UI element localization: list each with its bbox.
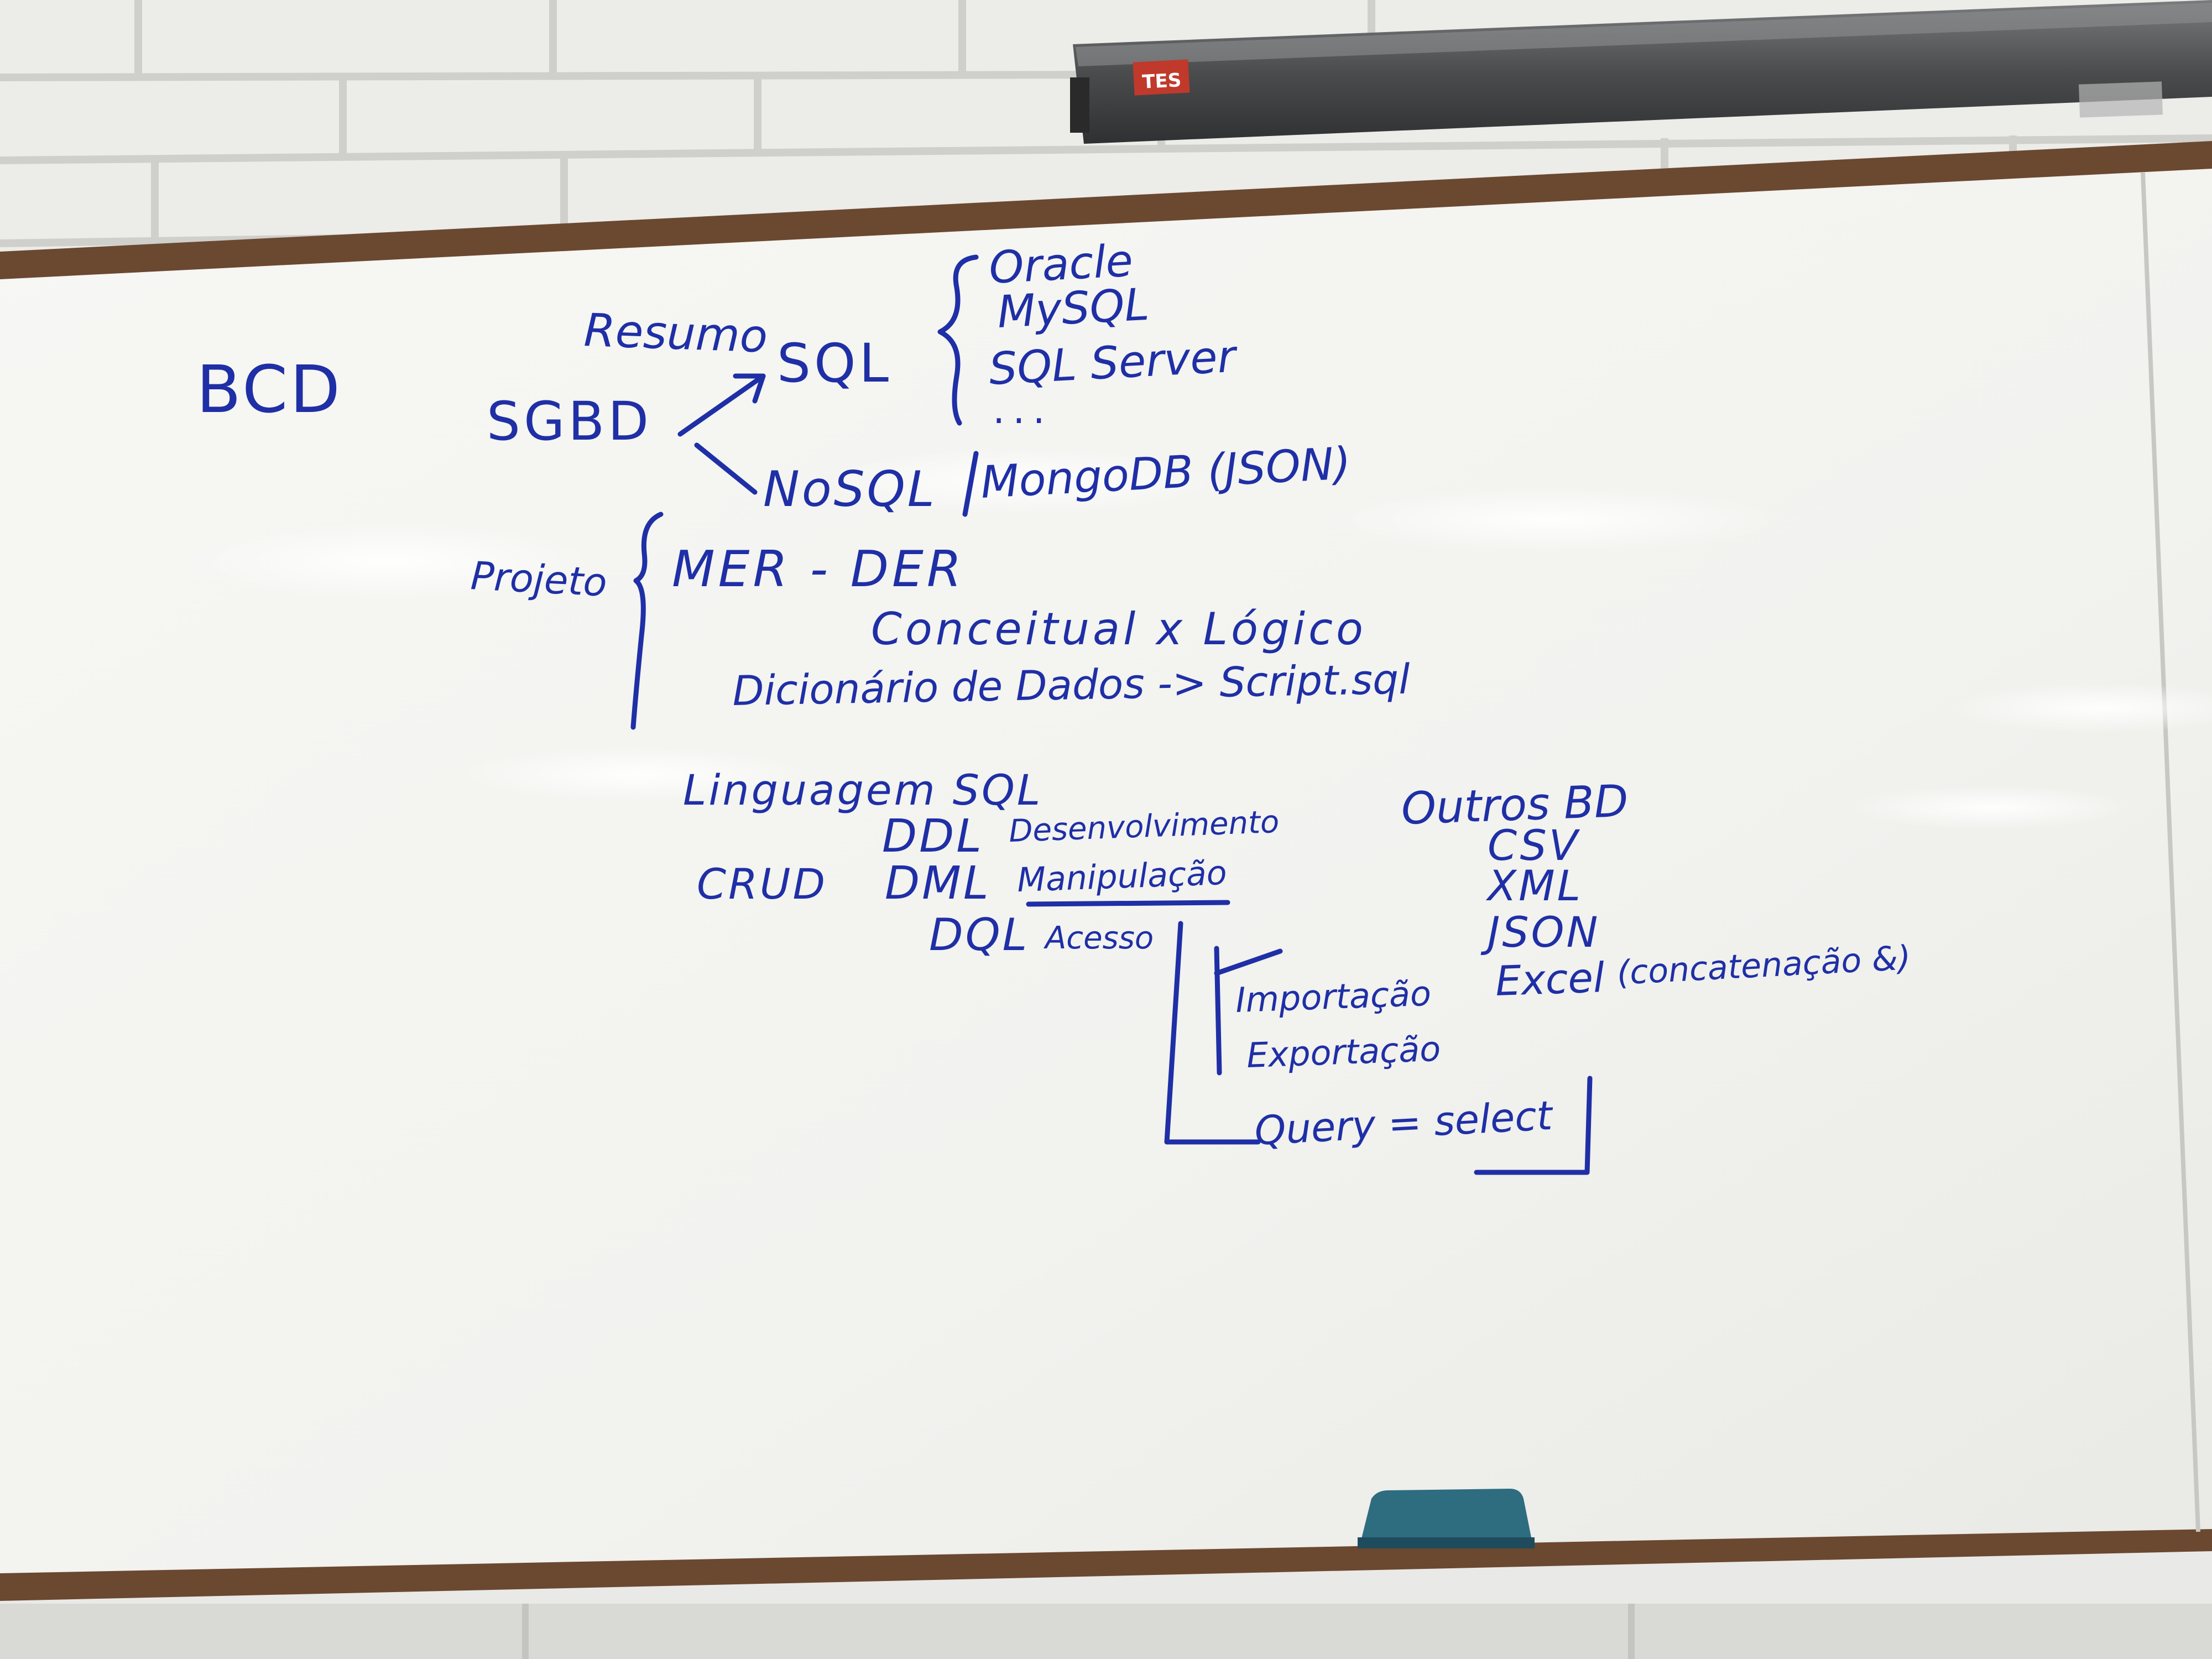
bracket-query xyxy=(1474,1076,1593,1175)
marker-strokes xyxy=(630,254,1593,1175)
other-db-format-json: JSON xyxy=(1480,907,1600,957)
project-item-mer-der: MER - DER xyxy=(672,540,964,598)
dml-code: DML xyxy=(885,857,991,910)
sql-product-mysql: MySQL xyxy=(996,279,1150,338)
project-item-dicionario: Dicionário de Dados -> Script.sql xyxy=(732,656,1411,715)
nosql-branch-label: NoSQL xyxy=(763,461,937,518)
eraser xyxy=(1358,1489,1535,1548)
arrow-to-sql xyxy=(677,373,766,437)
language-label: Linguagem SQL xyxy=(683,765,1042,815)
board-seam xyxy=(2141,172,2200,1532)
course-code: BCD xyxy=(196,351,342,427)
line-to-nosql xyxy=(694,442,758,495)
crud-label: CRUD xyxy=(697,859,827,909)
projector-brand-label: TES xyxy=(1141,69,1182,93)
operation-exportacao: Exportação xyxy=(1246,1029,1441,1076)
underline-manipulacao xyxy=(1026,900,1230,907)
project-label: Projeto xyxy=(469,553,608,606)
sql-product-oracle: Oracle xyxy=(988,234,1134,293)
other-db-label: Outros BD xyxy=(1400,775,1629,834)
sql-branch-label: SQL xyxy=(777,332,892,394)
dml-meaning: Manipulação xyxy=(1016,854,1227,900)
dql-code: DQL xyxy=(929,909,1029,961)
light-glare xyxy=(177,448,2212,830)
sql-product-ellipsis: ... xyxy=(993,387,1053,432)
projector-screen-case xyxy=(1070,0,2212,144)
project-item-conceitual-logico: Conceitual x Lógico xyxy=(871,603,1366,655)
connector-vertical xyxy=(1164,921,1183,1145)
other-db-format-xml: XML xyxy=(1485,861,1583,910)
summary-title: Resumo xyxy=(583,304,768,363)
brace-sql-products xyxy=(937,254,979,426)
bracket-import-export xyxy=(1214,946,1283,1076)
brace-projeto xyxy=(630,512,664,730)
operation-importacao: Importação xyxy=(1235,973,1432,1020)
nosql-divider xyxy=(962,451,979,517)
arrow-head-sql xyxy=(733,373,766,404)
dql-meaning: Acesso xyxy=(1044,920,1154,956)
other-db-format-excel: Excel xyxy=(1495,954,1606,1005)
ddl-code: DDL xyxy=(882,810,984,863)
dbms-label: SGBD xyxy=(487,390,652,452)
other-db-format-csv: CSV xyxy=(1488,821,1580,870)
